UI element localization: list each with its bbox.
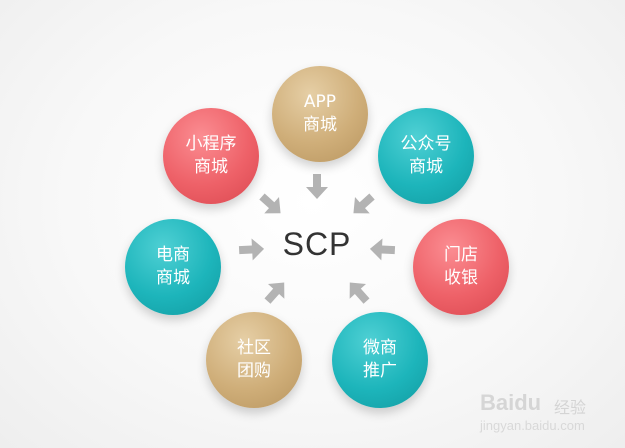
arrow-from-weishang-promotion: [349, 282, 370, 304]
node-wechat-official-account: 公众号 商城: [378, 108, 474, 204]
watermark-sub: 经验: [554, 398, 587, 417]
node-weishang-promotion: 微商 推广: [332, 312, 428, 408]
arrow-from-wechat-official-account-shape: [353, 193, 375, 214]
node-weishang-promotion-line2: 推广: [363, 361, 397, 381]
node-mini-program-mall: 小程序 商城: [163, 108, 259, 204]
node-app-mall: APP 商城: [272, 66, 368, 162]
node-app-mall-line1: APP: [303, 92, 337, 112]
watermark-brand: Baidu: [480, 390, 542, 415]
node-app-mall-line2: 商城: [303, 115, 337, 135]
center-label: SCP: [282, 226, 352, 262]
arrow-from-community-group-buying-shape: [264, 282, 285, 304]
node-ecommerce-mall: 电商 商城: [125, 219, 221, 315]
node-store-checkout-line1: 门店: [444, 245, 478, 265]
node-community-group-buying-line2: 团购: [237, 361, 271, 381]
node-weishang-promotion-line1: 微商: [363, 338, 397, 358]
node-wechat-official-account-line1: 公众号: [400, 134, 452, 154]
node-community-group-buying-line1: 社区: [237, 338, 271, 358]
node-community-group-buying: 社区 团购: [206, 312, 302, 408]
node-store-checkout: 门店 收银: [413, 219, 509, 315]
arrow-from-mini-program-mall: [259, 193, 281, 214]
arrow-from-ecommerce-mall: [238, 238, 265, 261]
baidu-jingyan-watermark: Baidu 经验 jingyan.baidu.com: [478, 380, 618, 440]
arrow-from-store-checkout-shape: [369, 238, 396, 261]
arrow-from-store-checkout: [369, 238, 396, 261]
node-mini-program-mall-line2: 商城: [194, 157, 228, 177]
node-ecommerce-mall-line2: 商城: [156, 268, 190, 288]
node-ecommerce-mall-line1: 电商: [156, 245, 190, 265]
arrow-from-weishang-promotion-shape: [349, 282, 370, 304]
arrow-from-mini-program-mall-shape: [259, 193, 281, 214]
node-store-checkout-line2: 收银: [444, 268, 478, 288]
watermark-url: jingyan.baidu.com: [480, 418, 585, 433]
arrow-from-wechat-official-account: [353, 193, 375, 214]
arrow-from-community-group-buying: [264, 282, 285, 304]
arrow-from-app-mall: [306, 174, 328, 199]
node-mini-program-mall-line1: 小程序: [185, 134, 237, 154]
arrow-from-ecommerce-mall-shape: [238, 238, 265, 261]
node-wechat-official-account-line2: 商城: [409, 157, 443, 177]
arrow-from-app-mall-shape: [306, 174, 328, 199]
